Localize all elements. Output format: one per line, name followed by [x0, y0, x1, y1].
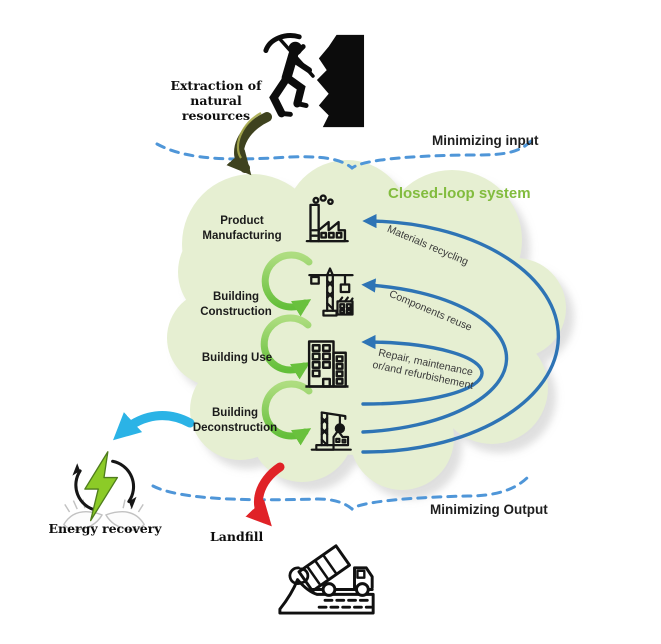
factory-icon [305, 194, 349, 243]
building-icon [305, 340, 349, 388]
landfill-label: Landfill [210, 529, 264, 544]
tower-crane-icon [308, 267, 354, 317]
minimizing-input-label: Minimizing input [432, 133, 539, 148]
miner-icon [263, 33, 365, 128]
stage-arrow-construction-to-use [260, 314, 312, 380]
minimizing-output-label: Minimizing Output [430, 502, 548, 517]
closed-loop-system-label: Closed-loop system [388, 185, 531, 202]
energy-recovery-icon [63, 451, 145, 531]
stage-arrow-use-to-deconstruction [261, 380, 313, 446]
stage-label-building-construction: Building Construction [200, 291, 272, 318]
loop-arrow-components-reuse [361, 278, 509, 434]
landfill-arrow [245, 462, 285, 527]
stage-label-building-use: Building Use [201, 352, 273, 364]
stage-label-building-deconstruction: Building Deconstruction [192, 407, 278, 434]
dump-truck-icon [278, 544, 375, 615]
energy-recovery-arrow [113, 411, 195, 441]
stage-arrow-manufacturing-to-construction [261, 251, 313, 317]
extraction-arrow [226, 112, 272, 176]
cloud-shape [167, 160, 566, 490]
stage-label-product-manufacturing: Product Manufacturing [202, 215, 282, 242]
demolition-crane-icon [310, 411, 352, 451]
extraction-arrow-highlight [236, 112, 262, 159]
extraction-label: Extraction of natural resources [170, 78, 262, 123]
loop-arrow-materials-recycling [361, 213, 561, 454]
loop-arrow-repair-maintenance [361, 334, 484, 406]
minimizing-output-dashed-line [151, 475, 530, 512]
energy-recovery-label: Energy recovery [48, 521, 162, 536]
